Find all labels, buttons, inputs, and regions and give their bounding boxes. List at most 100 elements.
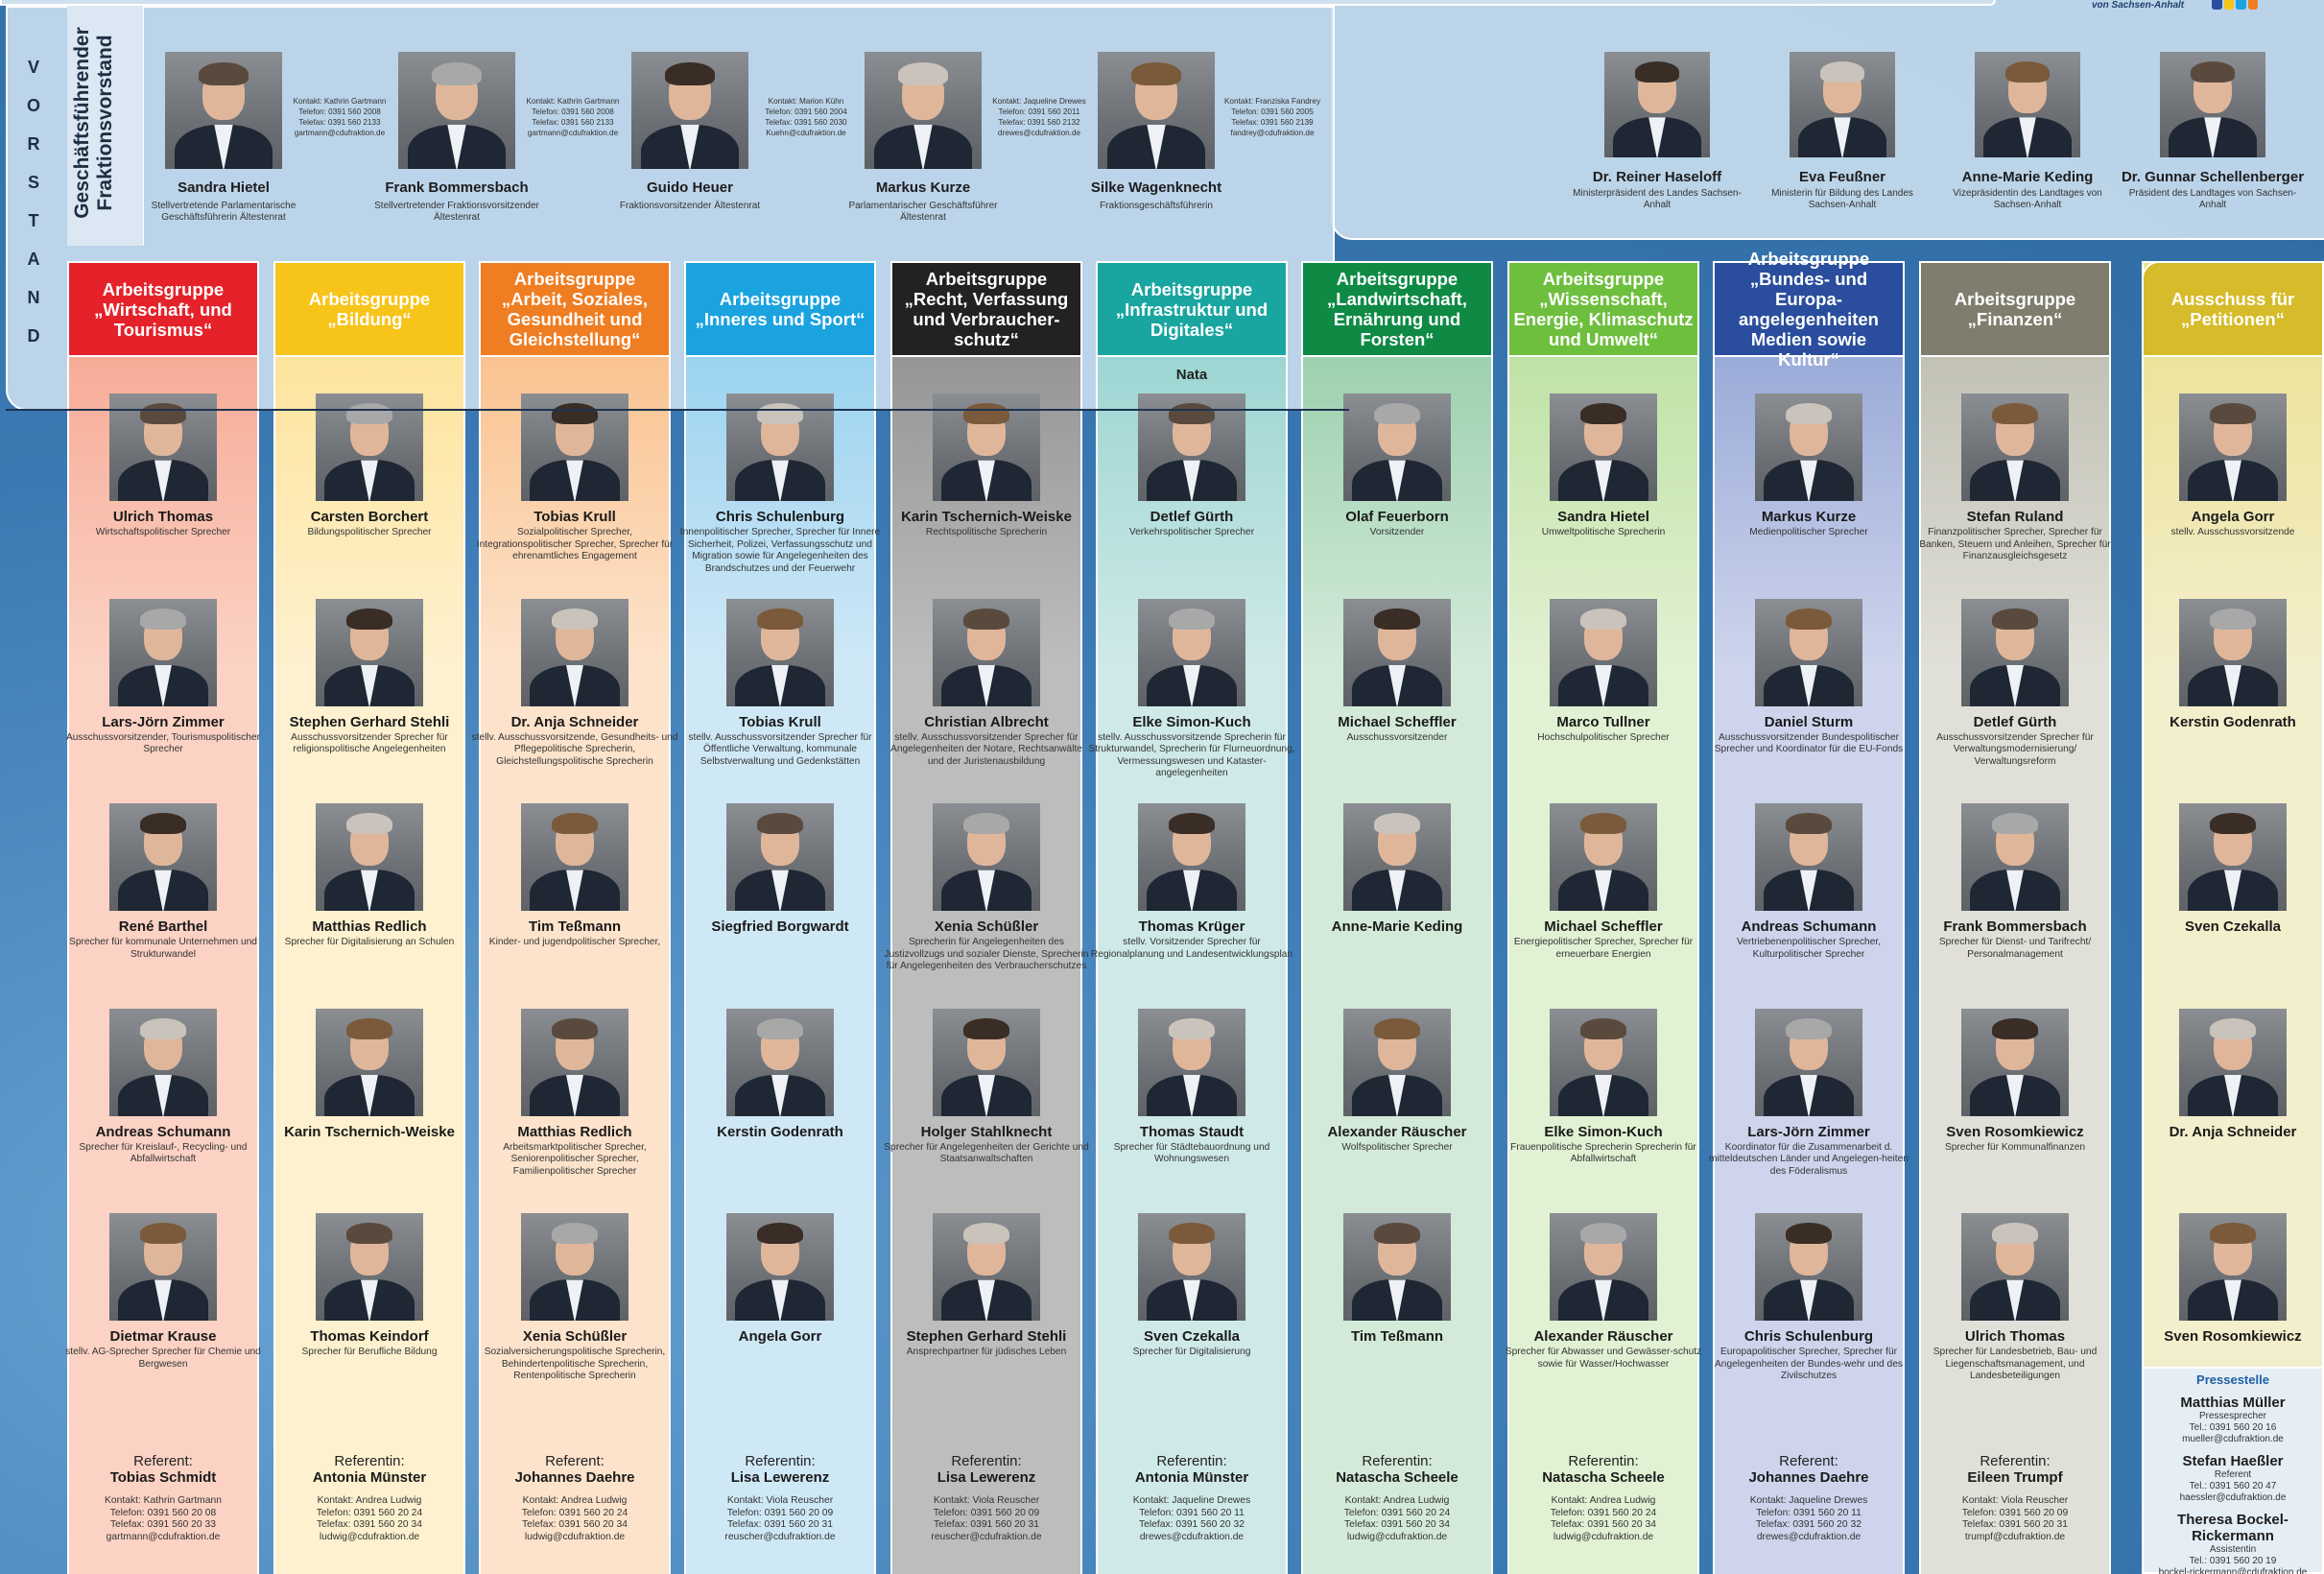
hair [2210,813,2256,835]
portrait-photo [2160,52,2265,157]
member-role: Ansprechpartner für jüdisches Leben [906,1347,1067,1357]
gf-title: Geschäftsführender Fraktionsvorstand [71,27,116,219]
portrait-photo [933,598,1040,706]
member-name: Karin Tschernich-Weiske [901,509,1072,525]
contact-line: Telefax: 0391 560 20 33 [110,1519,216,1530]
member-role: Vorsitzender [1369,527,1425,537]
member-role: Ausschussvorsitzender, Tourismuspolitisc… [66,731,260,755]
portrait-photo [1343,1008,1451,1116]
hair [1169,403,1215,425]
contact-line: Telefon: 0391 560 20 11 [1756,1507,1862,1518]
portrait-photo [2179,1213,2287,1321]
referent-name: Antonia Münster [1134,1469,1249,1486]
vorstand-letter: A [27,249,40,269]
member-name: Michael Scheffler [1338,713,1457,730]
portrait-photo [1961,1008,2069,1116]
member-role: Wirtschaftspolitischer Sprecher [95,527,231,537]
portrait-photo [1550,598,1657,706]
member-name: Christian Albrecht [924,713,1049,730]
member-name: Sandra Hietel [178,179,270,196]
member-name: Michael Scheffler [1544,918,1663,935]
member-role: Sprecher für kommunale Unternehmen und S… [69,937,257,960]
referent-label: Referentin: [745,1453,816,1469]
member-card: Anne-Marie Keding [1293,918,1501,937]
hair [140,1223,186,1245]
hair [2210,403,2256,425]
hair [2190,60,2236,83]
referent-name: Johannes Daehre [514,1469,635,1486]
guest-name: Anne-Marie Keding [1961,169,2094,185]
contact-line: Kontakt: Jaqueline Drewes [1749,1495,1868,1506]
referent-label: Referentin: [1156,1453,1227,1469]
portrait-photo [726,803,834,911]
guest-role: Vizepräsidentin des Landtages von Sachse… [1953,188,2102,210]
contact-line: ludwig@cdufraktion.de [1553,1531,1654,1542]
member-card: Kerstin Godenrath [676,1124,884,1142]
portrait-photo [1755,1008,1862,1116]
member-name: Elke Simon-Kuch [1544,1123,1663,1140]
portrait-photo [316,394,423,501]
member-name: Daniel Sturm [1764,713,1854,730]
referent-label: Referentin: [1980,1453,2051,1469]
portrait-photo [1961,1213,2069,1321]
member-name: Matthias Redlich [517,1123,632,1140]
contact-line: reuscher@cdufraktion.de [724,1531,836,1542]
hair [140,813,186,835]
member-name: Angela Gorr [738,1328,822,1345]
member-role: Finanzpolitischer Sprecher, Sprecher für… [1919,527,2111,561]
hair [1992,403,2038,425]
portrait-photo [1138,394,1245,501]
portrait-photo [1343,1213,1451,1321]
member-role: Innenpolitischer Sprecher, Sprecher für … [679,527,881,574]
group-header: Arbeitsgruppe „Arbeit, Soziales, Gesundh… [479,261,671,357]
member-role: stellv. Ausschussvorsitzende, Gesundheit… [471,731,678,767]
hair [552,1223,598,1245]
member-name: Lars-Jörn Zimmer [102,713,225,730]
member-name: Tim Teßmann [528,918,622,935]
member-card: Karin Tschernich-Weiske [266,1124,473,1142]
hair [1374,813,1420,835]
contact-line: Telefon: 0391 560 20 09 [933,1507,1040,1518]
guest-role: Ministerpräsident des Landes Sachsen-Anh… [1573,188,1742,210]
member-role: Hochschulpolitischer Sprecher [1537,731,1670,743]
contact-line: Telefon: 0391 560 20 11 [1139,1507,1245,1518]
contact-line: ludwig@cdufraktion.de [1346,1531,1448,1542]
hair [346,1223,392,1245]
member-name: Tobias Krull [534,509,616,525]
portrait-photo [1550,1213,1657,1321]
contact-line: Kontakt: Viola Reuscher [933,1495,1040,1506]
member-name: Elke Simon-Kuch [1132,713,1251,730]
contact-line: trumpf@cdufraktion.de [1964,1531,2066,1542]
member-name: Xenia Schüßler [934,918,1039,935]
hair [1169,1017,1215,1039]
contact-line: Kontakt: Kathrin Gartmann [105,1495,222,1506]
member-role: Sprecher für Kommunalfinanzen [1944,1141,2086,1153]
presse-line: Referent [2214,1469,2252,1480]
member-role: stellv. Ausschussvorsitzender Sprecher f… [688,731,872,767]
portrait-photo [2179,803,2287,911]
member-name: René Barthel [118,918,208,935]
hair [1786,608,1832,630]
member-name: Sandra Hietel [1557,509,1649,525]
portrait-photo [1138,1213,1245,1321]
divider-line [6,409,1349,411]
member-name: Detlef Gürth [1973,713,2057,730]
portrait-photo [521,1008,628,1116]
member-role: Sprecher für Kreislauf-, Recycling- und … [79,1141,248,1165]
portrait-photo [1343,598,1451,706]
group-header: Arbeitsgruppe „Bundes- und Europa-angele… [1713,249,1905,370]
member-role: Ausschussvorsitzender [1346,731,1448,743]
member-name: Siegfried Borgwardt [711,918,849,935]
